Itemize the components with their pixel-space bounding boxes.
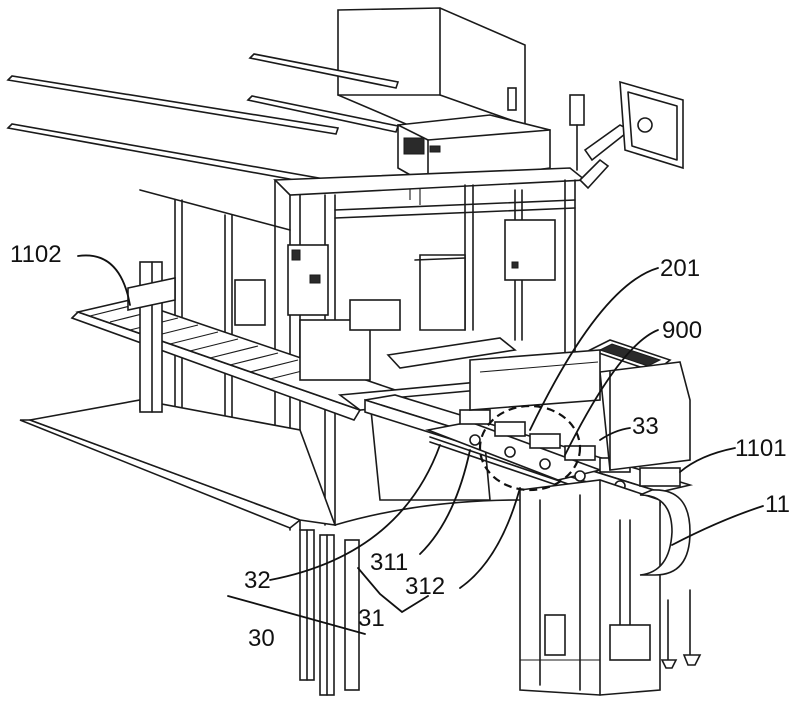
label-32: 32 [244, 567, 271, 594]
label-30: 30 [248, 625, 275, 652]
leader-312 [460, 488, 520, 588]
label-312: 312 [405, 573, 445, 600]
support-legs [300, 530, 359, 695]
label-31: 31 [358, 605, 385, 632]
label-1101: 1101 [735, 435, 787, 462]
monitor-assembly [570, 82, 683, 188]
label-201: 201 [660, 255, 700, 282]
label-1102: 1102 [10, 241, 62, 268]
label-11: 11 [765, 491, 790, 518]
label-311: 311 [370, 549, 408, 576]
label-33: 33 [632, 413, 659, 440]
top-rails [8, 54, 398, 186]
leader-1102 [78, 255, 130, 305]
right-cabinet [470, 340, 700, 695]
label-900: 900 [662, 317, 702, 344]
